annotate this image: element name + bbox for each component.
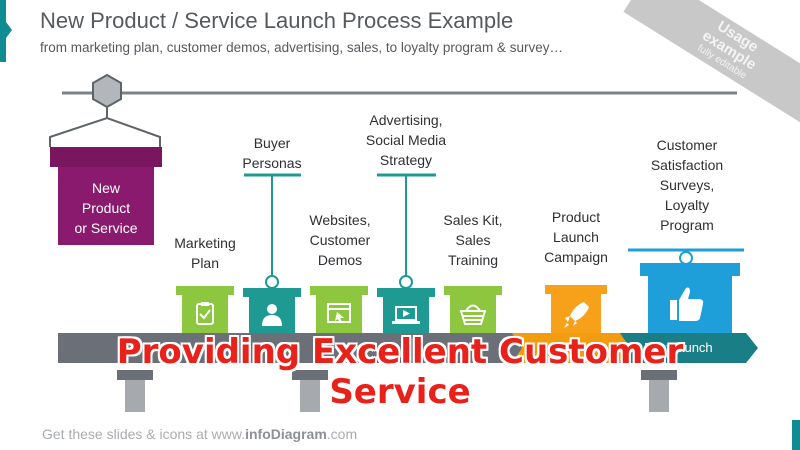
rocket-icon [564,302,589,328]
step-3-line-3: Demos [317,252,363,268]
step-2-line-1: Buyer [253,135,291,151]
step-5-label: Sales Kit, Sales Training [428,210,518,270]
step-7-line-5: Program [660,217,714,233]
clipboard-icon [196,302,214,325]
conveyor-leg-top-3 [641,370,677,380]
step-1-line-2: Plan [190,255,220,271]
footer-suffix: .com [326,426,358,442]
step-6-line-3: Campaign [544,249,608,265]
page-subtitle: from marketing plan, customer demos, adv… [40,40,563,55]
step-6-line-2: Launch [553,229,599,245]
step-2-hook [265,275,279,289]
step-6-label: Product Launch Campaign [531,207,621,267]
step-5-lid [444,286,502,295]
overlay-caption: Providing Excellent Customer Service [0,332,800,412]
step-7-line-3: Surveys, [659,177,715,193]
footer-credit: Get these slides & icons at www.infoDiag… [42,426,357,442]
step-4-label: Advertising, Social Media Strategy [351,110,461,170]
step-3-label: Websites, Customer Demos [290,210,390,270]
thumbs-up-icon [670,287,704,321]
step-7-line-4: Loyalty [664,197,710,213]
overlay-line-1: Providing Excellent Customer [116,332,684,372]
stage-pre-launch-label: Pr [314,340,327,355]
step-1-line-1: Marketing [174,235,236,251]
conveyor-leg-3 [649,380,669,412]
conveyor-leg-top-1 [117,370,153,380]
hanger-arms [49,116,161,147]
start-box-label: New Product or Service [58,178,154,238]
conveyor-leg-1 [125,380,145,412]
step-5-box [450,295,496,333]
step-7-lid [640,263,740,276]
step-3-line-1: Websites, [309,212,371,228]
step-4-line-3: Strategy [379,152,433,168]
step-1-lid [176,286,234,295]
step-6-lid [545,285,607,294]
step-3-lid [310,286,368,295]
step-5-line-3: Training [447,252,499,268]
step-2-lid [243,288,301,297]
footer-prefix: Get these slides & icons at www. [42,426,246,442]
browser-icon [327,303,351,323]
conveyor-belt [58,333,646,363]
step-1-box [182,295,228,333]
step-4-line-1: Advertising, [369,112,443,128]
start-box-line-2: Product [81,200,131,216]
conveyor-leg-top-2 [292,370,328,380]
start-box-lid [50,147,162,167]
start-box-line-1: New [91,180,120,196]
laptop-icon [392,306,420,324]
step-2-line-2: Personas [242,155,302,171]
start-box-body [58,167,154,245]
start-box-line-3: or Service [74,220,138,236]
step-7-line-2: Satisfaction [650,157,724,173]
footer-brand: infoDiagram [245,426,327,442]
overlay-line-2: Service [329,372,471,412]
edge-tab [0,0,12,62]
step-7-label: Customer Satisfaction Surveys, Loyalty P… [632,135,742,235]
person-icon [262,304,282,326]
hanger-hexagon [92,73,122,109]
page-title: New Product / Service Launch Process Exa… [40,8,514,33]
step-5-line-2: Sales [455,232,491,248]
conveyor-stage-launch [512,333,636,363]
step-4-hook [399,275,413,289]
conveyor-leg-2 [300,380,320,412]
stage-post-launch-label: Post-launch [644,340,713,355]
basket-icon [459,304,487,325]
step-7-hook [679,251,693,265]
step-4-line-2: Social Media [365,132,447,148]
step-1-label: Marketing Plan [160,233,250,273]
step-5-line-1: Sales Kit, [443,212,503,228]
corner-tab [792,420,800,450]
step-7-line-1: Customer [656,137,718,153]
step-6-line-1: Product [551,209,601,225]
step-2-label: Buyer Personas [227,133,317,173]
step-3-line-2: Customer [309,232,371,248]
step-4-lid [377,288,435,297]
conveyor-stage-post-launch [620,333,758,363]
